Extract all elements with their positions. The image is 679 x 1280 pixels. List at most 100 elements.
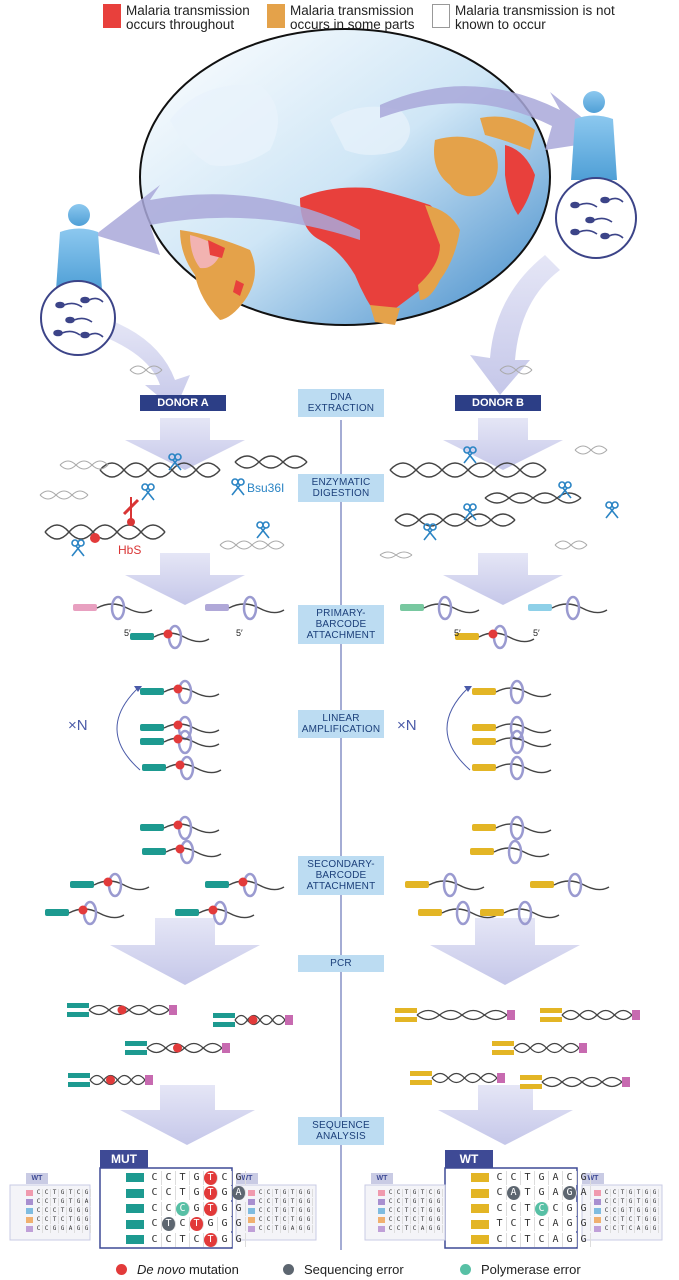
arrow-b-down (470, 255, 560, 395)
legend-throughout: Malaria transmission occurs throughout (103, 4, 266, 32)
molecule-b (472, 715, 552, 741)
base-cell: T (619, 1224, 627, 1233)
pcr-product-b (492, 1041, 587, 1055)
base-cell: G (232, 1201, 246, 1216)
legend-sequencing-error: Sequencing error (283, 1262, 404, 1277)
base-cell: C (395, 1197, 403, 1206)
base-cell: T (204, 1170, 218, 1185)
barcode-bar (471, 1235, 489, 1245)
base-cell: G (83, 1188, 91, 1197)
base-cell: G (218, 1232, 232, 1247)
base-cell: T (289, 1188, 297, 1197)
base-cell: G (75, 1206, 83, 1215)
base-cell: A (549, 1186, 563, 1201)
barcode-bar (248, 1198, 255, 1205)
base-cell: C (507, 1232, 521, 1247)
five-prime-label: 5′ (236, 628, 243, 638)
base-cell: C (493, 1232, 507, 1247)
base-cell: G (643, 1215, 651, 1224)
base-cell: G (218, 1186, 232, 1201)
base-cell: C (162, 1201, 176, 1216)
base-cell: C (75, 1188, 83, 1197)
base-cell: G (83, 1224, 91, 1233)
base-cell: T (419, 1206, 427, 1215)
base-cell: C (535, 1201, 549, 1216)
barcode-bar (26, 1198, 33, 1205)
base-cell: G (427, 1206, 435, 1215)
stage-line: BARCODE (315, 870, 367, 881)
base-cell: G (651, 1197, 659, 1206)
base-cell: G (75, 1224, 83, 1233)
base-cell: G (643, 1224, 651, 1233)
base-cell: C (603, 1206, 611, 1215)
molecule-a (45, 900, 125, 926)
base-cell: T (273, 1188, 281, 1197)
base-cell: T (619, 1215, 627, 1224)
stage-line: EXTRACTION (307, 403, 375, 414)
stage-line: ATTACHMENT (306, 881, 376, 892)
wt-tab: WT (445, 1150, 493, 1168)
base-cell: T (419, 1188, 427, 1197)
base-cell: G (651, 1206, 659, 1215)
molecule-a (130, 624, 210, 650)
base-cell: T (493, 1217, 507, 1232)
base-cell: C (257, 1206, 265, 1215)
base-cell: G (281, 1206, 289, 1215)
base-cell: T (273, 1206, 281, 1215)
side-wt-tab: WT (236, 1173, 258, 1184)
legend-text: mutation (185, 1262, 239, 1277)
legend-em: De novo (137, 1262, 186, 1277)
base-cell: C (190, 1232, 204, 1247)
base-cell: C (611, 1206, 619, 1215)
barcode-bar (26, 1207, 33, 1214)
base-cell: T (176, 1232, 190, 1247)
legend-some-parts: Malaria transmission occurs in some part… (267, 4, 430, 32)
arrow-globe-to-donor-b (380, 86, 610, 150)
base-cell: T (521, 1201, 535, 1216)
base-cell: T (204, 1232, 218, 1247)
base-cell: T (67, 1188, 75, 1197)
base-cell: G (83, 1215, 91, 1224)
base-cell: G (305, 1197, 313, 1206)
base-cell: G (535, 1170, 549, 1185)
base-cell: T (273, 1215, 281, 1224)
stage-line: ANALYSIS (316, 1131, 366, 1142)
mut-tab: MUT (100, 1150, 148, 1168)
base-cell: C (162, 1232, 176, 1247)
molecule-faint (205, 595, 285, 621)
base-cell: G (281, 1188, 289, 1197)
stage-line: PRIMARY- (316, 608, 366, 619)
scissors-icons (71, 446, 619, 557)
base-cell: G (563, 1186, 577, 1201)
barcode-bar (378, 1225, 385, 1232)
base-cell: A (67, 1224, 75, 1233)
legend-text: Sequencing error (304, 1262, 404, 1277)
cycle-arrow-a (116, 687, 141, 771)
base-cell: G (83, 1206, 91, 1215)
donor-a-label: DONOR A (140, 395, 226, 411)
base-cell: G (577, 1217, 591, 1232)
base-cell: C (59, 1215, 67, 1224)
base-cell: T (289, 1206, 297, 1215)
base-cell: T (521, 1170, 535, 1185)
base-cell: G (427, 1224, 435, 1233)
arrow-a-down (100, 320, 190, 410)
barcode-bar (378, 1216, 385, 1223)
base-cell: G (281, 1224, 289, 1233)
base-cell: T (619, 1197, 627, 1206)
molecule-a (205, 872, 285, 898)
base-cell: T (403, 1188, 411, 1197)
